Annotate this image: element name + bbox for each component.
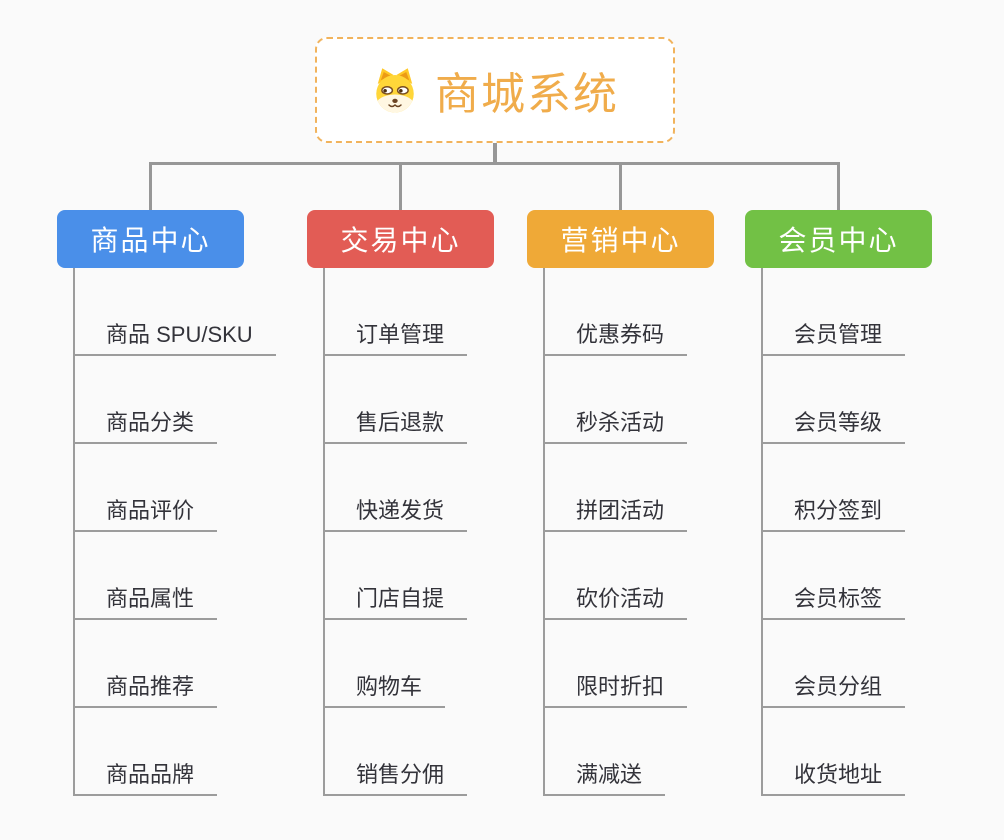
branch-children-marketing-center: 优惠券码 秒杀活动 拼团活动 砍价活动 限时折扣 满减送 xyxy=(543,268,688,796)
child-node-aftersale-refund[interactable]: 售后退款 xyxy=(325,356,468,444)
branch-node-trade-center[interactable]: 交易中心 xyxy=(307,210,494,268)
child-node-full-reduction[interactable]: 满减送 xyxy=(545,708,666,796)
connector-bus xyxy=(149,162,840,165)
branch-node-product-center[interactable]: 商品中心 xyxy=(57,210,244,268)
connector-drop-marketing xyxy=(619,162,622,210)
child-node-member-management[interactable]: 会员管理 xyxy=(763,268,906,356)
dog-face-icon xyxy=(371,66,419,114)
child-node-shipping-address[interactable]: 收货地址 xyxy=(763,708,906,796)
connector-root-stem xyxy=(493,142,497,163)
child-node-flash-sale[interactable]: 秒杀活动 xyxy=(545,356,688,444)
child-node-member-group[interactable]: 会员分组 xyxy=(763,620,906,708)
branch-children-trade-center: 订单管理 售后退款 快递发货 门店自提 购物车 销售分佣 xyxy=(323,268,468,796)
branch-node-member-center[interactable]: 会员中心 xyxy=(745,210,932,268)
child-node-sales-commission[interactable]: 销售分佣 xyxy=(325,708,468,796)
child-node-limited-time-discount[interactable]: 限时折扣 xyxy=(545,620,688,708)
branch-node-marketing-center[interactable]: 营销中心 xyxy=(527,210,714,268)
child-node-bargain-activity[interactable]: 砍价活动 xyxy=(545,532,688,620)
child-node-member-level[interactable]: 会员等级 xyxy=(763,356,906,444)
child-node-points-checkin[interactable]: 积分签到 xyxy=(763,444,906,532)
child-node-product-attribute[interactable]: 商品属性 xyxy=(75,532,218,620)
child-node-shopping-cart[interactable]: 购物车 xyxy=(325,620,446,708)
child-node-product-brand[interactable]: 商品品牌 xyxy=(75,708,218,796)
child-node-member-tag[interactable]: 会员标签 xyxy=(763,532,906,620)
connector-drop-member xyxy=(837,162,840,210)
child-node-order-management[interactable]: 订单管理 xyxy=(325,268,468,356)
child-node-product-category[interactable]: 商品分类 xyxy=(75,356,218,444)
branch-children-product-center: 商品 SPU/SKU 商品分类 商品评价 商品属性 商品推荐 商品品牌 xyxy=(73,268,276,796)
root-node[interactable]: 商城系统 xyxy=(315,37,675,143)
branch-children-member-center: 会员管理 会员等级 积分签到 会员标签 会员分组 收货地址 xyxy=(761,268,906,796)
root-node-label: 商城系统 xyxy=(435,70,619,119)
connector-drop-trade xyxy=(399,162,402,210)
child-node-product-review[interactable]: 商品评价 xyxy=(75,444,218,532)
child-node-product-spu-sku[interactable]: 商品 SPU/SKU xyxy=(75,268,276,356)
child-node-store-pickup[interactable]: 门店自提 xyxy=(325,532,468,620)
child-node-product-recommend[interactable]: 商品推荐 xyxy=(75,620,218,708)
child-node-coupon-code[interactable]: 优惠券码 xyxy=(545,268,688,356)
child-node-express-delivery[interactable]: 快递发货 xyxy=(325,444,468,532)
connector-drop-product xyxy=(149,162,152,210)
child-node-group-buy[interactable]: 拼团活动 xyxy=(545,444,688,532)
